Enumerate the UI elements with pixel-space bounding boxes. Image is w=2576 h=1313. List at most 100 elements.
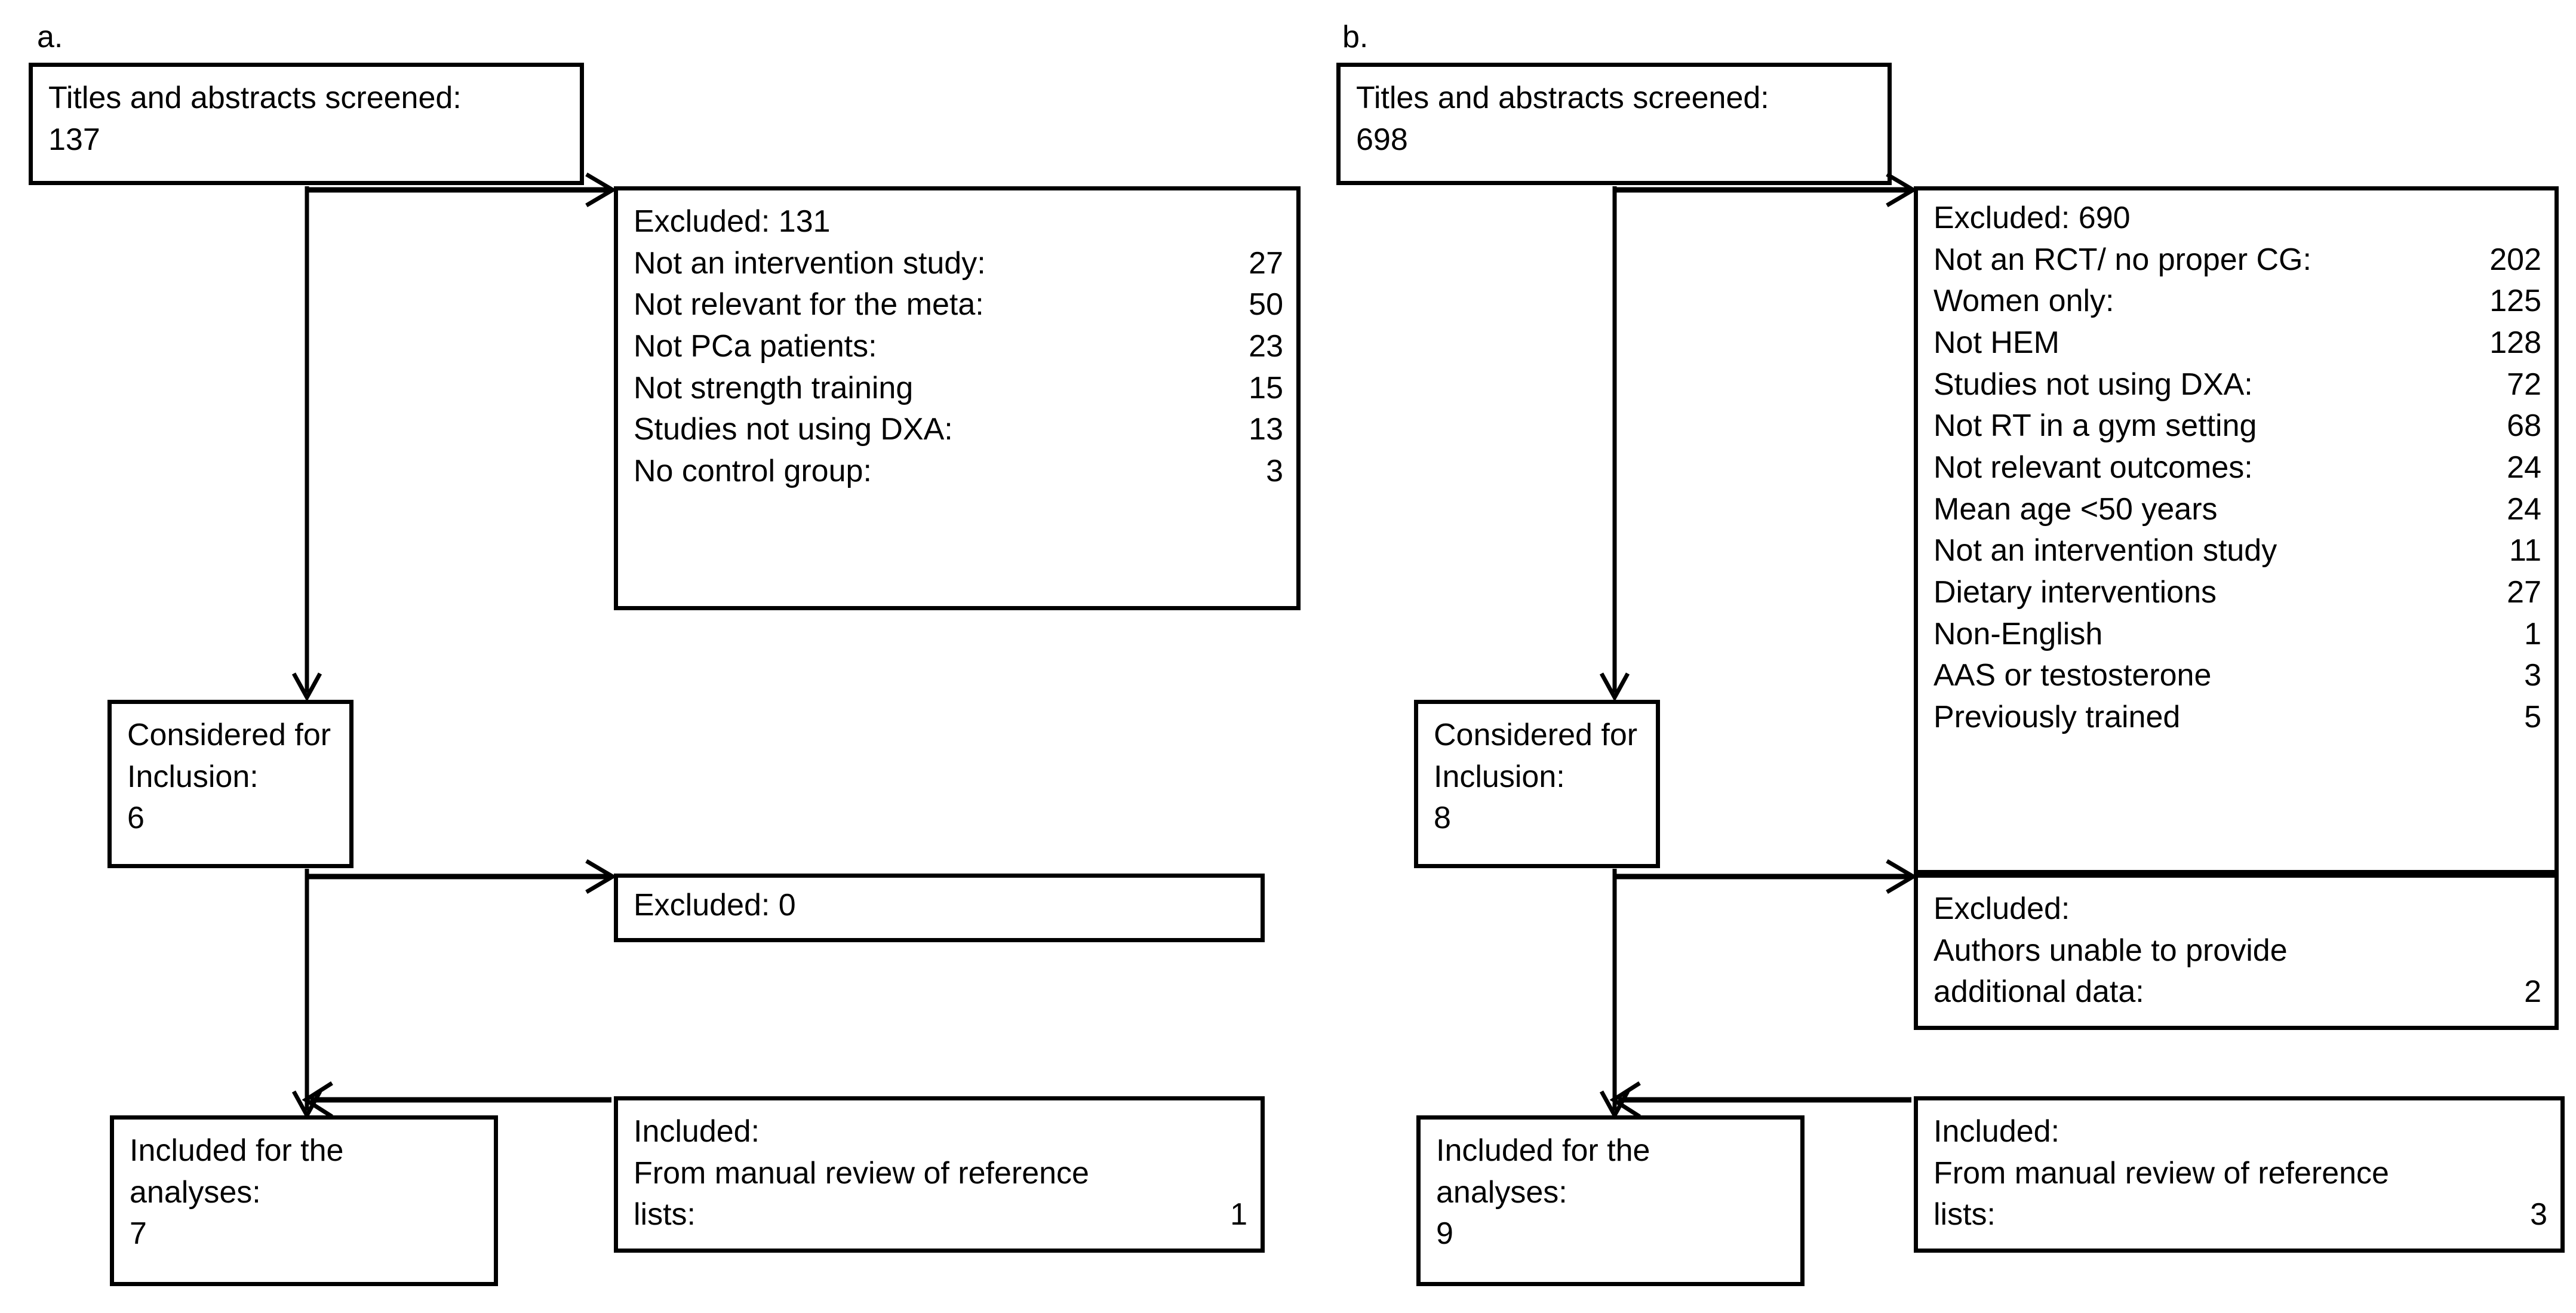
reason-label: Not strength training bbox=[634, 370, 914, 405]
panel-b-manual-line3: lists: 3 bbox=[1933, 1194, 2547, 1236]
panel-b-excluded-stage2-line3: additional data: 2 bbox=[1933, 971, 2541, 1013]
panel-b-exclusion-reason-row: Mean age <50 years 24 bbox=[1933, 489, 2541, 531]
panel-b-included-count: 9 bbox=[1436, 1216, 1453, 1251]
panel-a-included-line2: analyses: bbox=[130, 1174, 261, 1210]
panel-a-excluded-stage1-box: Excluded: 131 Not an intervention study:… bbox=[614, 186, 1301, 610]
panel-b-additional-data-count: 2 bbox=[2524, 974, 2541, 1010]
panel-b-excluded-stage1-box: Excluded: 690 Not an RCT/ no proper CG: … bbox=[1914, 186, 2559, 874]
reason-spacer bbox=[2114, 281, 2483, 322]
panel-a-label: a. bbox=[37, 20, 63, 54]
panel-a-excluded-stage1-header: Excluded: 131 bbox=[634, 204, 831, 239]
panel-a-arrowhead-included bbox=[291, 1090, 322, 1120]
panel-b-screened-title: Titles and abstracts screened: bbox=[1356, 81, 1769, 115]
reason-spacer bbox=[2180, 697, 2483, 739]
reason-count: 125 bbox=[2489, 284, 2541, 319]
reason-label: Not RT in a gym setting bbox=[1933, 408, 2257, 444]
panel-a-exclusion-reason-row: Studies not using DXA: 13 bbox=[634, 409, 1283, 451]
reason-label: Not PCa patients: bbox=[634, 329, 877, 364]
panel-b-included-line2: analyses: bbox=[1436, 1174, 1567, 1210]
reason-spacer bbox=[2277, 530, 2483, 572]
panel-b-considered-line1: Considered for bbox=[1434, 718, 1638, 752]
panel-a-included-count: 7 bbox=[130, 1216, 147, 1251]
panel-b-exclusion-reason-row: Not an RCT/ no proper CG: 202 bbox=[1933, 239, 2541, 281]
panel-a-screened-box: Titles and abstracts screened: 137 bbox=[29, 63, 584, 185]
panel-a-exclusion-reason-row: Not strength training 15 bbox=[634, 368, 1283, 410]
panel-a-manual-review-box: Included: From manual review of referenc… bbox=[614, 1096, 1265, 1253]
panel-a-exclusion-reason-row: Not PCa patients: 23 bbox=[634, 326, 1283, 368]
reason-spacer bbox=[913, 368, 1232, 410]
panel-b-label: b. bbox=[1342, 20, 1369, 54]
panel-b-excluded-stage1-header: Excluded: 690 bbox=[1933, 201, 2131, 235]
panel-a-considered-line2: Inclusion: bbox=[127, 759, 259, 794]
reason-label: Not HEM bbox=[1933, 325, 2059, 361]
reason-label: Not an intervention study: bbox=[634, 245, 986, 281]
panel-a-manual-line2: From manual review of reference bbox=[634, 1155, 1089, 1191]
panel-b-manual-line1: Included: bbox=[1933, 1114, 2060, 1149]
panel-b-arrowhead-manual-merge bbox=[1609, 1081, 1641, 1118]
panel-a-arrowhead-excluded2 bbox=[585, 859, 617, 894]
reason-count: 24 bbox=[2507, 491, 2541, 527]
reason-spacer bbox=[2257, 405, 2483, 447]
panel-a-exclusion-reason-row: Not an intervention study: 27 bbox=[634, 243, 1283, 285]
reason-count: 27 bbox=[1249, 245, 1283, 281]
panel-b-exclusion-reason-row: AAS or testosterone 3 bbox=[1933, 655, 2541, 697]
reason-count: 68 bbox=[2507, 408, 2541, 444]
reason-label: No control group: bbox=[634, 454, 872, 489]
reason-spacer bbox=[2218, 489, 2483, 531]
panel-a-manual-line3: lists: 1 bbox=[634, 1194, 1247, 1236]
reason-count: 27 bbox=[2507, 575, 2541, 610]
reason-spacer bbox=[2253, 447, 2483, 489]
reason-label: Not relevant outcomes: bbox=[1933, 450, 2253, 485]
reason-spacer bbox=[2253, 364, 2483, 406]
reason-count: 1 bbox=[2524, 616, 2541, 651]
reason-count: 128 bbox=[2489, 325, 2541, 361]
reason-count: 5 bbox=[2524, 700, 2541, 735]
reason-label: Not an RCT/ no proper CG: bbox=[1933, 242, 2311, 277]
reason-label: AAS or testosterone bbox=[1933, 658, 2212, 693]
panel-a-exclusion-reason-row: No control group: 3 bbox=[634, 451, 1283, 493]
reason-label: Non-English bbox=[1933, 616, 2103, 651]
panel-a-considered-line1: Considered for bbox=[127, 718, 331, 752]
panel-b-exclusion-reason-row: Dietary interventions 27 bbox=[1933, 572, 2541, 614]
reason-spacer bbox=[986, 243, 1232, 285]
panel-b-manual-lists-count: 3 bbox=[2530, 1197, 2547, 1232]
panel-b-manual-line2: From manual review of reference bbox=[1933, 1155, 2389, 1191]
panel-b-screened-count: 698 bbox=[1356, 122, 1408, 157]
panel-b-screened-box: Titles and abstracts screened: 698 bbox=[1336, 63, 1892, 185]
panel-b-exclusion-reason-row: Studies not using DXA: 72 bbox=[1933, 364, 2541, 406]
reason-label: Not relevant for the meta: bbox=[634, 287, 984, 322]
panel-b-considered-line2: Inclusion: bbox=[1434, 759, 1565, 794]
reason-spacer bbox=[2059, 322, 2483, 364]
reason-spacer bbox=[2217, 572, 2483, 614]
reason-spacer bbox=[953, 409, 1232, 451]
reason-label: Dietary interventions bbox=[1933, 575, 2217, 610]
reason-spacer bbox=[2211, 655, 2483, 697]
reason-count: 24 bbox=[2507, 450, 2541, 485]
panel-b-excluded-stage2-line1: Excluded: bbox=[1933, 891, 2070, 926]
reason-count: 23 bbox=[1249, 329, 1283, 364]
panel-b-exclusion-reason-row: Previously trained 5 bbox=[1933, 697, 2541, 739]
panel-a-included-line1: Included for the bbox=[130, 1133, 344, 1168]
panel-b-additional-data-label: additional data: bbox=[1933, 974, 2144, 1010]
panel-a-excluded-stage2-header: Excluded: 0 bbox=[634, 888, 796, 923]
reason-label: Previously trained bbox=[1933, 700, 2181, 735]
panel-b-arrowhead-included bbox=[1599, 1090, 1630, 1120]
reason-count: 202 bbox=[2489, 242, 2541, 277]
panel-a-arrowhead-considered bbox=[291, 672, 322, 702]
panel-a-manual-line1: Included: bbox=[634, 1114, 760, 1149]
panel-b-arrowhead-excluded2 bbox=[1886, 859, 1917, 894]
reason-label: Women only: bbox=[1933, 284, 2114, 319]
panel-b-excluded-stage2-line2: Authors unable to provide bbox=[1933, 933, 2288, 968]
reason-count: 50 bbox=[1249, 287, 1283, 322]
panel-b-manual-lists-label: lists: bbox=[1933, 1197, 1996, 1232]
panel-b-exclusion-reason-row: Not an intervention study 11 bbox=[1933, 530, 2541, 572]
panel-b-excluded-stage2-box: Excluded: Authors unable to provide addi… bbox=[1914, 874, 2559, 1030]
reason-label: Studies not using DXA: bbox=[1933, 367, 2253, 402]
reason-label: Mean age <50 years bbox=[1933, 491, 2218, 527]
panel-b-exclusion-reason-row: Not RT in a gym setting 68 bbox=[1933, 405, 2541, 447]
reason-spacer bbox=[2311, 239, 2483, 281]
reason-spacer bbox=[872, 451, 1232, 493]
reason-count: 11 bbox=[2509, 533, 2541, 568]
reason-label: Studies not using DXA: bbox=[634, 412, 953, 447]
panel-a-manual-lists-count: 1 bbox=[1230, 1197, 1247, 1232]
